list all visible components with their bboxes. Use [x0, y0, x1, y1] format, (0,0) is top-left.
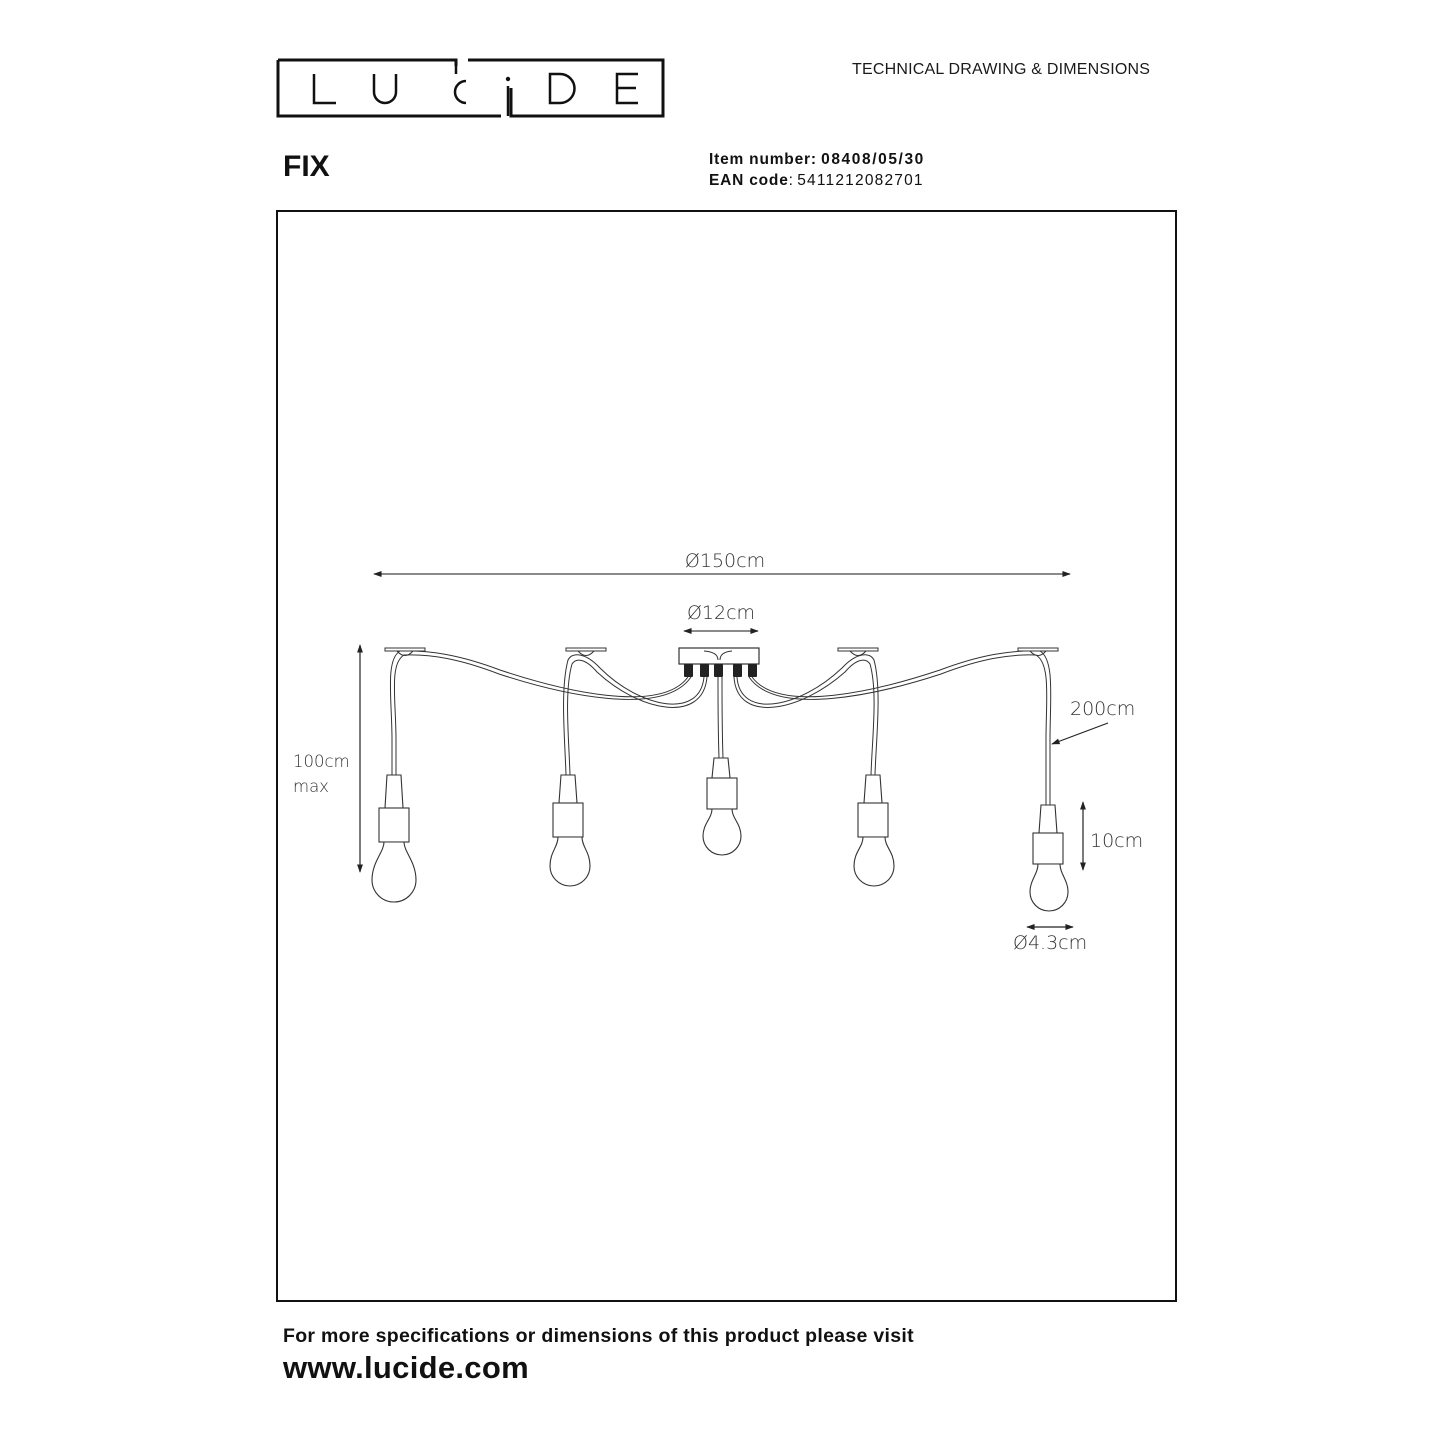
item-number-row: Item number: 08408/05/30: [709, 149, 925, 170]
ean-row: EAN code: 5411212082701: [709, 170, 925, 191]
lamp-holder-diameter-label: Ø4.3cm: [1013, 932, 1087, 954]
ean-separator: :: [788, 172, 793, 189]
drop-height-label: 100cm: [293, 752, 350, 771]
pendant-bulbs: [371, 757, 1069, 912]
ean-label: EAN code: [709, 172, 789, 189]
brand-logo: [276, 58, 665, 118]
technical-drawing: Ø150cm Ø12cm: [278, 212, 1175, 1300]
pendant-1: [371, 774, 417, 903]
ceiling-canopy: [678, 647, 760, 677]
pendant-2: [549, 774, 591, 887]
lamp-holder-height-dimension: 10cm: [1080, 801, 1143, 871]
overall-diameter-label: Ø150cm: [685, 550, 765, 572]
item-number-label: Item number:: [709, 151, 817, 168]
pendant-3: [702, 757, 742, 856]
item-number-value: 08408/05/30: [821, 151, 925, 168]
product-identifiers: Item number: 08408/05/30 EAN code: 54112…: [709, 149, 925, 191]
footer-note: For more specifications or dimensions of…: [283, 1325, 914, 1347]
document-type-label: TECHNICAL DRAWING & DIMENSIONS: [852, 61, 1151, 78]
pendant-4: [853, 774, 895, 887]
canopy-diameter-dimension: Ø12cm: [683, 602, 759, 634]
pendant-lamp-drawing-icon: Ø150cm Ø12cm: [293, 550, 1143, 954]
cable-length-label: 200cm: [1070, 698, 1135, 720]
overall-diameter-dimension: Ø150cm: [373, 550, 1071, 577]
cable-length-callout: 200cm: [1051, 698, 1135, 745]
canopy-diameter-label: Ø12cm: [687, 602, 755, 624]
website-link[interactable]: www.lucide.com: [283, 1350, 529, 1385]
drop-height-qualifier: max: [293, 777, 329, 796]
drawing-frame: [276, 210, 1177, 1302]
ean-value: 5411212082701: [797, 172, 924, 189]
pendant-5: [1029, 804, 1069, 912]
ceiling-hooks: [384, 647, 1059, 656]
lamp-holder-height-label: 10cm: [1090, 830, 1143, 852]
lucide-logo-icon: [276, 58, 665, 118]
lamp-holder-diameter-dimension: Ø4.3cm: [1013, 924, 1087, 954]
drop-height-dimension: 100cm max: [293, 644, 363, 873]
cables: [389, 650, 1052, 776]
product-name: FIX: [283, 150, 330, 183]
